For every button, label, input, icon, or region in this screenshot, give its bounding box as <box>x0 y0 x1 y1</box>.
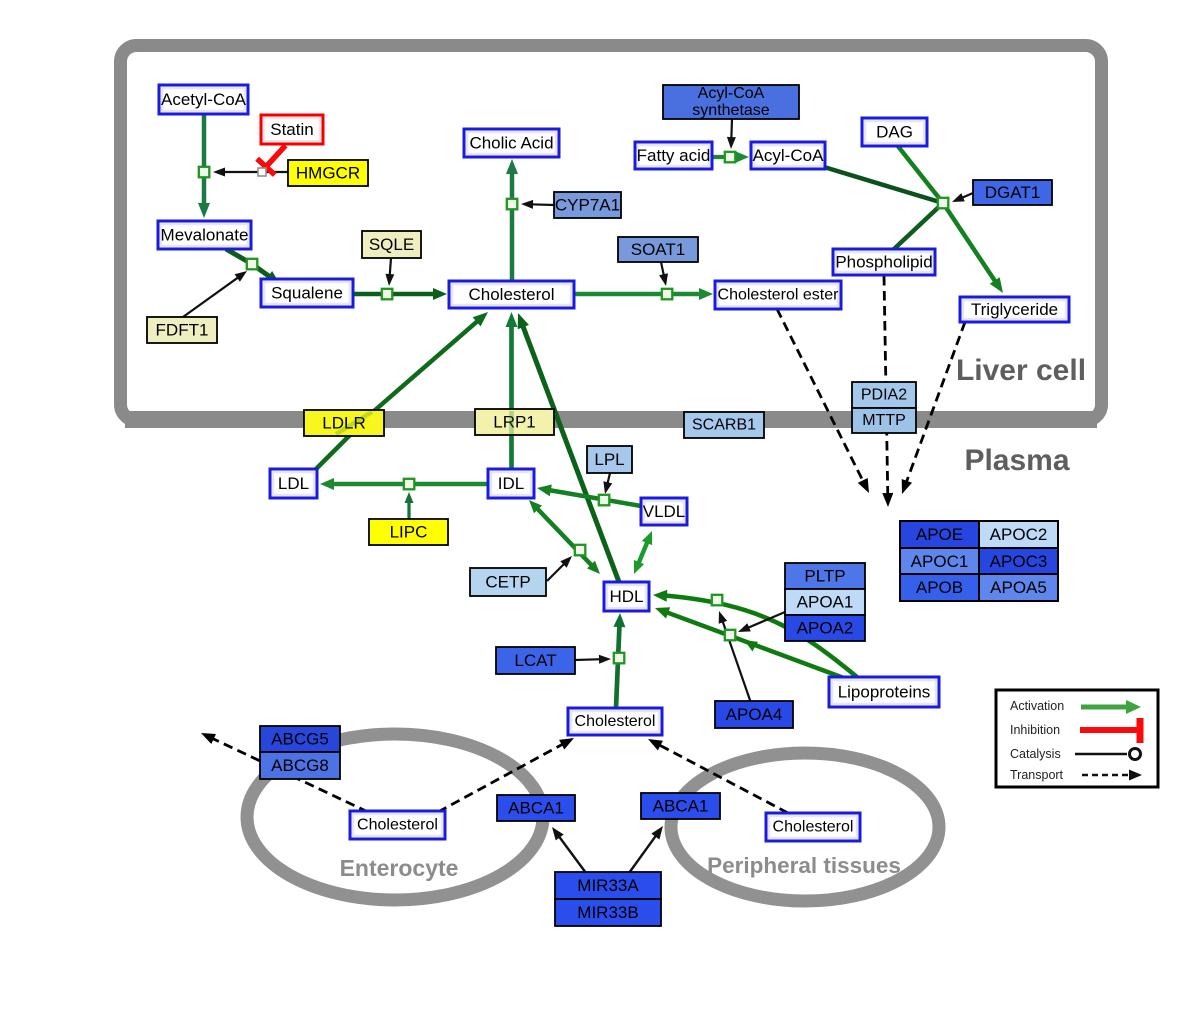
svg-text:synthetase: synthetase <box>692 102 769 119</box>
svg-text:Plasma: Plasma <box>964 444 1069 477</box>
svg-text:CETP: CETP <box>485 573 530 592</box>
svg-text:Cholesterol: Cholesterol <box>469 285 555 304</box>
svg-text:PDIA2: PDIA2 <box>861 387 907 404</box>
svg-text:Acetyl-CoA: Acetyl-CoA <box>161 90 247 109</box>
svg-text:Cholesterol: Cholesterol <box>773 819 854 836</box>
svg-text:APOA5: APOA5 <box>990 578 1047 597</box>
svg-text:LPL: LPL <box>594 450 624 469</box>
svg-text:Acyl-CoA: Acyl-CoA <box>753 146 825 165</box>
svg-text:SOAT1: SOAT1 <box>631 240 685 259</box>
svg-text:DGAT1: DGAT1 <box>985 183 1040 202</box>
svg-text:Mevalonate: Mevalonate <box>161 226 249 245</box>
svg-text:FDFT1: FDFT1 <box>156 321 209 340</box>
svg-text:ABCA1: ABCA1 <box>508 799 564 818</box>
svg-text:IDL: IDL <box>498 474 524 493</box>
svg-text:Peripheral tissues: Peripheral tissues <box>707 853 901 878</box>
svg-text:APOA1: APOA1 <box>797 593 854 612</box>
svg-text:HDL: HDL <box>609 587 643 606</box>
svg-text:LDL: LDL <box>278 474 309 493</box>
svg-text:Fatty acid: Fatty acid <box>637 146 711 165</box>
svg-text:ABCA1: ABCA1 <box>653 797 709 816</box>
svg-text:VLDL: VLDL <box>643 502 686 521</box>
svg-text:Enterocyte: Enterocyte <box>340 855 459 881</box>
svg-text:Statin: Statin <box>270 120 313 139</box>
svg-text:SQLE: SQLE <box>369 235 414 254</box>
svg-text:Cholic Acid: Cholic Acid <box>469 134 553 153</box>
svg-text:APOB: APOB <box>916 578 963 597</box>
svg-text:DAG: DAG <box>876 123 913 142</box>
svg-text:Triglyceride: Triglyceride <box>971 300 1058 319</box>
svg-text:Acyl-CoA: Acyl-CoA <box>698 85 765 102</box>
svg-text:Cholesterol: Cholesterol <box>357 817 438 834</box>
svg-text:APOA4: APOA4 <box>726 705 783 724</box>
svg-text:Cholesterol: Cholesterol <box>575 713 656 730</box>
svg-text:SCARB1: SCARB1 <box>692 417 756 434</box>
svg-text:APOC3: APOC3 <box>990 552 1048 571</box>
svg-text:CYP7A1: CYP7A1 <box>555 196 620 215</box>
svg-text:LRP1: LRP1 <box>493 413 536 432</box>
svg-text:Liver cell: Liver cell <box>956 354 1086 387</box>
svg-text:MIR33B: MIR33B <box>577 903 638 922</box>
svg-text:Inhibition: Inhibition <box>1010 723 1060 737</box>
svg-text:APOA2: APOA2 <box>797 619 854 638</box>
svg-text:PLTP: PLTP <box>804 567 845 586</box>
svg-text:Squalene: Squalene <box>271 284 343 303</box>
svg-text:LCAT: LCAT <box>514 651 556 670</box>
svg-text:Transport: Transport <box>1010 768 1064 782</box>
svg-text:LDLR: LDLR <box>322 414 365 433</box>
svg-text:Cholesterol ester: Cholesterol ester <box>718 287 840 304</box>
svg-text:MTTP: MTTP <box>862 412 906 429</box>
svg-text:Catalysis: Catalysis <box>1010 747 1061 761</box>
svg-text:ABCG5: ABCG5 <box>271 730 329 749</box>
svg-text:APOC1: APOC1 <box>911 552 969 571</box>
svg-text:Activation: Activation <box>1010 699 1064 713</box>
svg-text:HMGCR: HMGCR <box>296 164 360 183</box>
svg-text:LIPC: LIPC <box>390 523 428 542</box>
svg-text:ABCG8: ABCG8 <box>271 756 329 775</box>
svg-text:Phospholipid: Phospholipid <box>835 253 932 272</box>
svg-text:APOE: APOE <box>916 525 963 544</box>
svg-text:MIR33A: MIR33A <box>577 876 639 895</box>
svg-text:Lipoproteins: Lipoproteins <box>838 683 931 702</box>
svg-text:APOC2: APOC2 <box>990 525 1048 544</box>
